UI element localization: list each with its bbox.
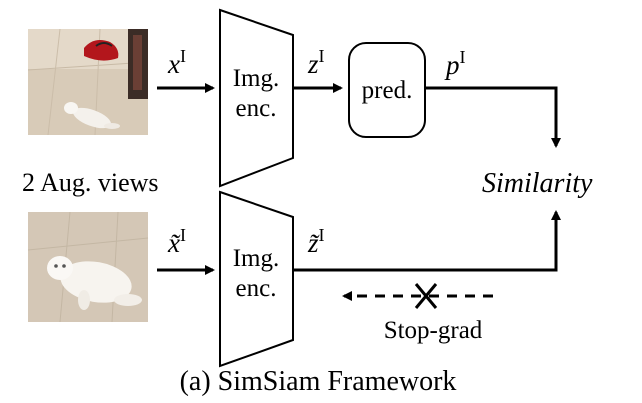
arrow-z-tilde-to-similarity <box>293 210 561 272</box>
predictor-box <box>348 42 426 138</box>
augmented-view-2-image <box>27 211 149 323</box>
augmented-view-1-image <box>27 28 149 136</box>
predictor-label: pred. <box>362 77 413 104</box>
input-label-x: xI <box>167 46 186 79</box>
input-label-x-tilde: x̃I <box>167 225 186 258</box>
image-encoder-bottom <box>219 190 294 368</box>
similarity-label: Similarity <box>482 168 593 199</box>
stop-grad-cross-icon <box>414 283 438 309</box>
stop-grad-label: Stop-grad <box>384 317 483 344</box>
embedding-label-z-tilde: z̃I <box>307 225 325 258</box>
image-encoder-top <box>219 8 294 188</box>
encoder-bottom-label-line1: Img. <box>233 245 280 272</box>
encoder-bottom-label-line2: enc. <box>236 275 277 302</box>
encoder-top-label-line1: Img. <box>233 65 280 92</box>
figure-caption: (a) SimSiam Framework <box>180 366 457 397</box>
encoder-top-label-line2: enc. <box>236 95 277 122</box>
arrow-p-to-similarity <box>425 86 561 148</box>
prediction-label-p: pI <box>444 47 466 80</box>
embedding-label-z: zI <box>307 46 325 79</box>
augmented-views-caption: 2 Aug. views <box>22 168 159 197</box>
